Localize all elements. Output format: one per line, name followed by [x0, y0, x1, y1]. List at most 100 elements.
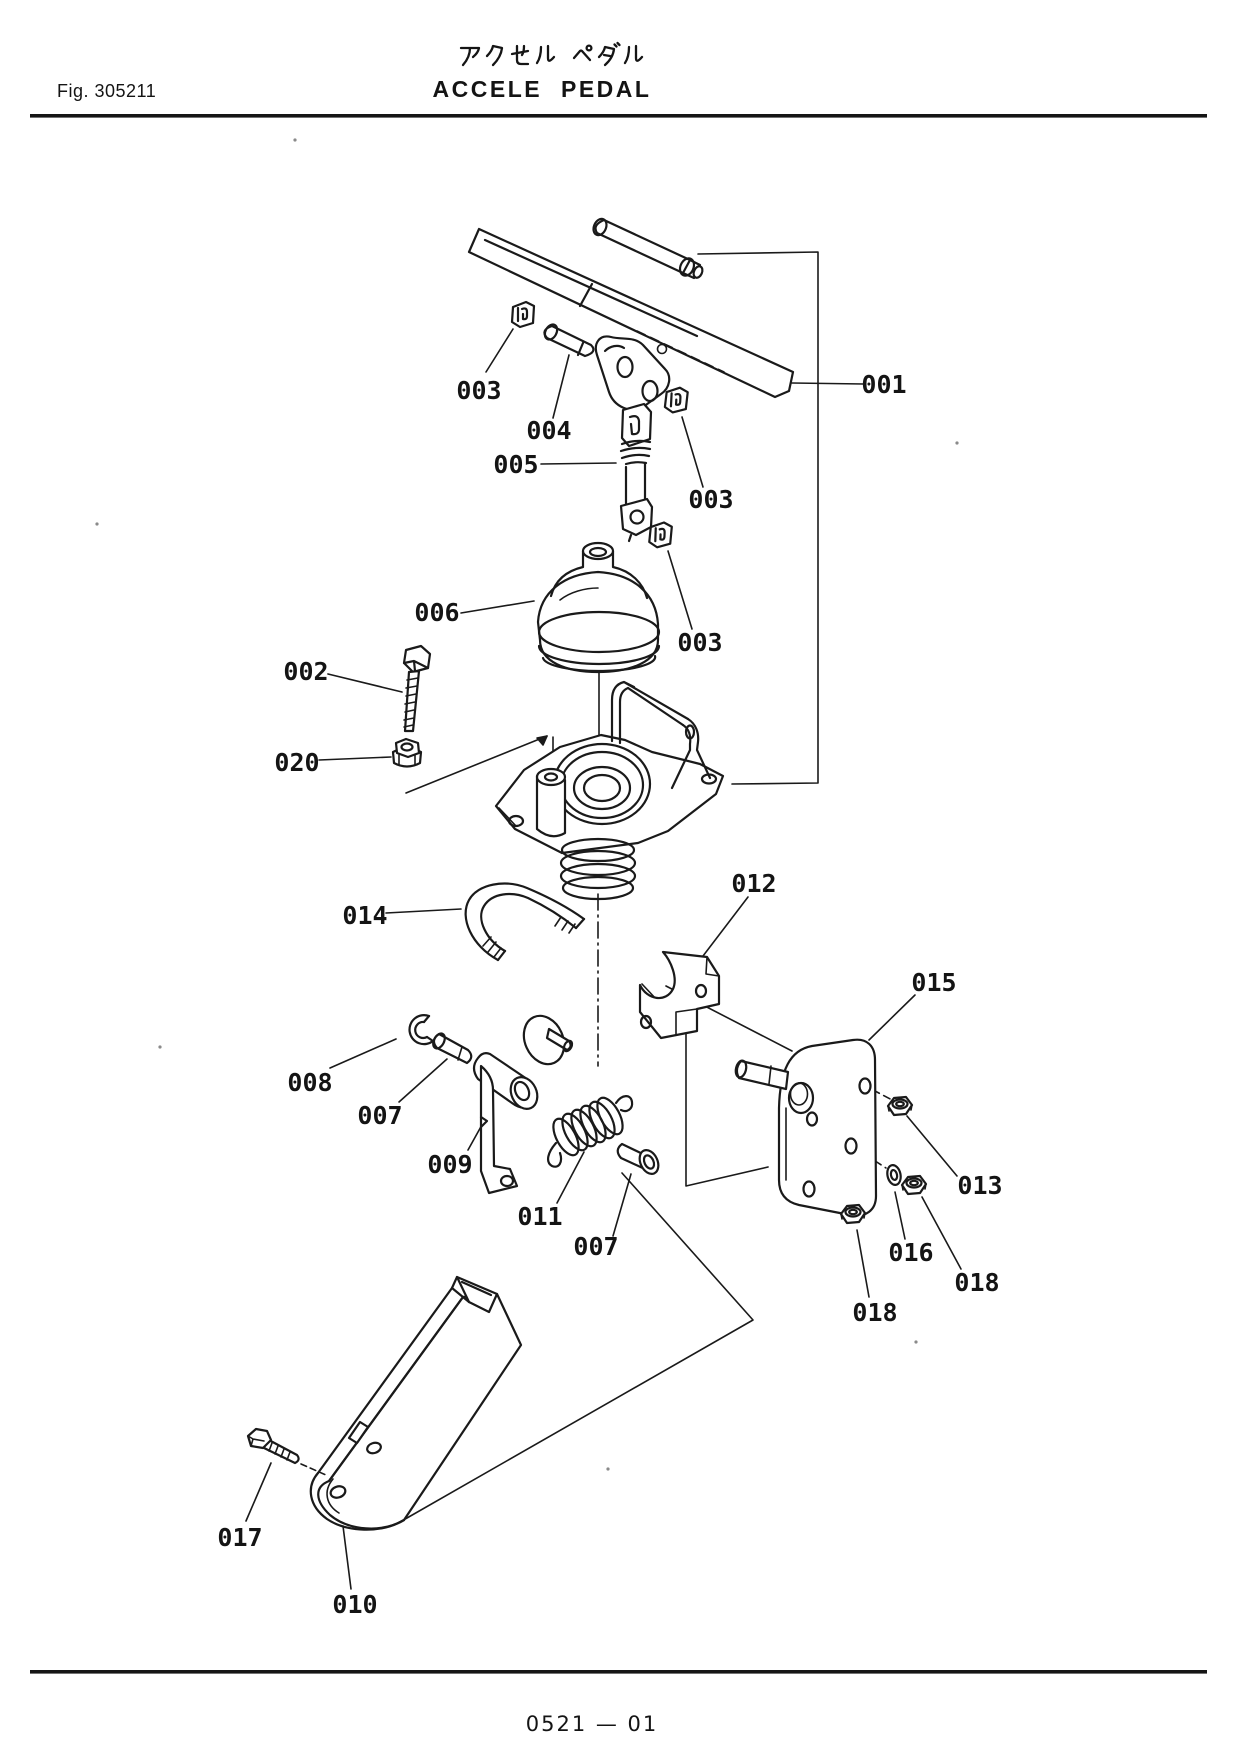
kana-se [510, 44, 530, 66]
kana-ru [535, 44, 556, 65]
callout-012: 012 [731, 869, 776, 898]
page-title-ja-glyphs [459, 41, 644, 67]
spring-front-hook [546, 1141, 563, 1168]
part-018-nut-right [900, 1174, 928, 1196]
callout-017: 017 [217, 1523, 262, 1552]
leader-003a [485, 328, 514, 373]
leader-001-bracket [697, 251, 819, 785]
part-004-pin [543, 323, 595, 358]
pedal-pin-cap-right [678, 257, 696, 277]
part-010-bracket [309, 1275, 523, 1531]
bolt17-shank [262, 1437, 300, 1465]
bracket-hole-lower [329, 1485, 347, 1499]
leader-003b [681, 416, 704, 488]
part-017-bolt [246, 1427, 300, 1465]
spring-coil [560, 837, 636, 863]
pedal-pin-body [594, 218, 692, 275]
part-003-clip-1 [510, 300, 536, 329]
bracket-face [317, 1292, 523, 1530]
kana-da [597, 41, 621, 67]
leader-018a [856, 1229, 870, 1298]
bracket-mount-tab [347, 1420, 370, 1445]
part-014-u-bolt [464, 882, 586, 962]
handle-stay [610, 680, 690, 745]
kana-pe [572, 44, 593, 62]
callout-007-2: 007 [573, 1232, 618, 1261]
part-003-clip-3 [648, 521, 673, 549]
scan-speckles [95, 138, 959, 1471]
part-016-washer [886, 1164, 902, 1186]
part-005-link [619, 402, 654, 543]
leader-013 [906, 1115, 958, 1177]
stay-end-hole [684, 724, 696, 740]
bracket-tab [455, 1275, 499, 1314]
base-plate-assembly [494, 680, 725, 901]
callout-008: 008 [287, 1068, 332, 1097]
leader-007a [398, 1058, 448, 1103]
callout-014: 014 [342, 901, 387, 930]
callout-005: 005 [493, 450, 538, 479]
pedal-pin-nub [681, 258, 702, 280]
bracket-hole-2 [639, 1014, 653, 1030]
lever-foot-hole [499, 1174, 515, 1188]
pedal-pad-divider [578, 282, 594, 308]
clevis-inner-line [603, 344, 626, 353]
header-rule [30, 114, 1207, 118]
leader-004 [552, 354, 570, 419]
callout-018-1: 018 [852, 1298, 897, 1327]
callout-labels: 001 002 003 003 003 004 005 006 007 007 … [217, 370, 1002, 1619]
callout-018-2: 018 [954, 1268, 999, 1297]
plate-hole-b [858, 1077, 872, 1095]
part-006-boot [536, 541, 661, 674]
callout-003-3: 003 [677, 628, 722, 657]
plate-hole-a [805, 1111, 819, 1127]
part-002-bolt [402, 644, 432, 733]
callout-001: 001 [861, 370, 906, 399]
callout-006: 006 [414, 598, 459, 627]
callout-013: 013 [957, 1171, 1002, 1200]
callout-009: 009 [427, 1150, 472, 1179]
callout-020: 020 [274, 748, 319, 777]
footer-rule [30, 1670, 1207, 1674]
bolt-017-dashed [300, 1463, 327, 1476]
lever-notch [479, 1115, 489, 1129]
kana-ku [485, 44, 504, 67]
leader-015 [868, 994, 916, 1041]
part-008-snap-ring [408, 1014, 435, 1046]
lever-lobe [522, 1014, 566, 1066]
pedal-pin-nub-cap [692, 265, 704, 279]
leader-012 [702, 896, 749, 957]
part-001-pedal-lever [467, 217, 795, 411]
pointer-bolt-axis [405, 735, 548, 794]
part-013-nut [886, 1095, 914, 1117]
leader-020 [318, 756, 392, 761]
bracket-hole-1 [694, 983, 708, 999]
callout-002: 002 [283, 657, 328, 686]
kana-ru-2 [623, 44, 644, 65]
bracket-flange-edges [316, 1286, 465, 1483]
callout-003-1: 003 [456, 376, 501, 405]
leader-010 [342, 1525, 352, 1590]
callout-016: 016 [888, 1238, 933, 1267]
plate-hole-c [844, 1137, 858, 1155]
part-011-spring [552, 1095, 634, 1157]
part-018-nut-lower [839, 1203, 867, 1225]
leader-014 [385, 908, 462, 914]
part-012-clamp-bracket [638, 950, 721, 1040]
part-007-pin [432, 1032, 473, 1065]
leader-018b [921, 1196, 962, 1270]
clevis-ear-hole-2 [641, 379, 659, 403]
callout-015: 015 [911, 968, 956, 997]
part-007-bushing [616, 1142, 660, 1175]
lever-strap [479, 1064, 519, 1195]
callout-010: 010 [332, 1590, 377, 1619]
spring-top-hook [614, 1095, 634, 1113]
leader-016 [894, 1191, 906, 1240]
part-009-lever-arm [472, 1014, 574, 1195]
leader-007b [612, 1173, 632, 1237]
leader-002 [327, 673, 403, 693]
bracket-foot-outer [309, 1471, 406, 1531]
plate-hole-left [507, 814, 525, 828]
